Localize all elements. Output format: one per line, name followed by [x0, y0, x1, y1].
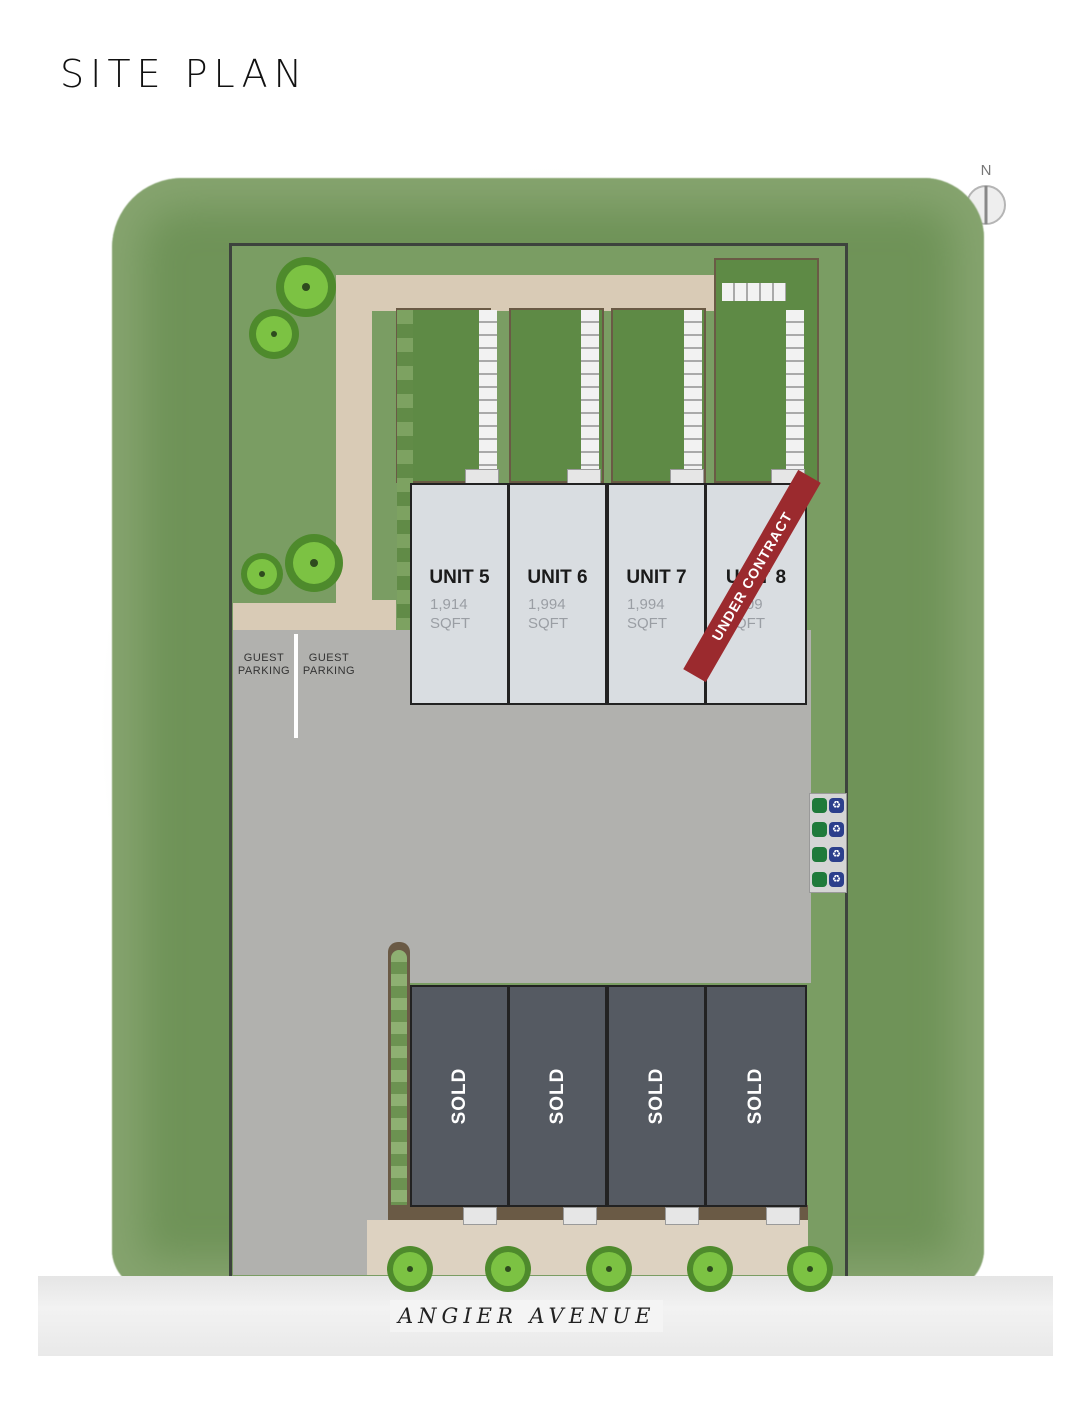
- stepping-stones: [786, 310, 804, 475]
- tree-icon: [485, 1246, 531, 1292]
- trash-bin-icon: [812, 847, 827, 862]
- sold-label: SOLD: [645, 1067, 667, 1125]
- unit-sqft: 1,914 SQFT: [430, 595, 470, 633]
- recycle-bin-icon: ♻: [829, 847, 844, 862]
- shrub-row: [397, 310, 413, 705]
- unit-name: UNIT 5: [429, 567, 490, 588]
- front-step: [563, 1207, 597, 1225]
- unit-name: UNIT 6: [527, 567, 588, 588]
- sold-label: SOLD: [745, 1067, 766, 1125]
- sold-unit[interactable]: SOLD: [705, 985, 807, 1207]
- trash-bin-icon: [812, 798, 827, 813]
- tree-icon: [276, 257, 336, 317]
- sold-unit[interactable]: SOLD: [607, 985, 706, 1207]
- sold-label: SOLD: [546, 1067, 568, 1125]
- tree-icon: [285, 534, 343, 592]
- guest-parking-label: GUEST PARKING: [302, 652, 356, 677]
- recycle-bin-icon: ♻: [829, 872, 844, 887]
- stepping-stones: [684, 310, 702, 475]
- unit-name: UNIT 7: [626, 567, 687, 588]
- sold-unit[interactable]: SOLD: [410, 985, 509, 1207]
- tree-icon: [387, 1246, 433, 1292]
- sold-unit[interactable]: SOLD: [508, 985, 607, 1207]
- stepping-stones: [479, 310, 497, 475]
- unit-sqft-value: 1,994: [627, 596, 665, 613]
- front-step: [463, 1207, 497, 1225]
- street-name: ANGIER AVENUE: [390, 1300, 664, 1332]
- paved-drive: [233, 700, 393, 1275]
- lot-boundary: [229, 243, 848, 1283]
- tree-icon: [249, 309, 299, 359]
- recycle-bin-icon: ♻: [829, 822, 844, 837]
- front-step: [766, 1207, 800, 1225]
- unit-sqft: 1,994 SQFT: [528, 595, 568, 633]
- unit-sqft-unit: SQFT: [627, 615, 667, 632]
- trash-bin-icon: [812, 872, 827, 887]
- unit-5[interactable]: UNIT 5 1,914 SQFT: [410, 483, 509, 705]
- recycle-bin-icon: ♻: [829, 798, 844, 813]
- page-title: SITE PLAN: [60, 52, 309, 96]
- tree-icon: [586, 1246, 632, 1292]
- guest-parking-label: GUEST PARKING: [237, 652, 291, 677]
- stepping-stones: [722, 283, 786, 301]
- rear-walkway: [340, 275, 720, 311]
- tree-icon: [687, 1246, 733, 1292]
- walkway-to-parking: [233, 603, 383, 631]
- side-walkway: [336, 275, 372, 605]
- unit-sqft-unit: SQFT: [528, 615, 568, 632]
- parking-divider: [294, 634, 298, 738]
- unit-sqft: 1,994 SQFT: [627, 595, 667, 633]
- stepping-stones: [581, 310, 599, 475]
- unit-6[interactable]: UNIT 6 1,994 SQFT: [508, 483, 607, 705]
- unit-sqft-value: 1,994: [528, 596, 566, 613]
- trash-recycling-bins: ♻ ♻ ♻ ♻: [809, 793, 847, 893]
- tree-icon: [241, 553, 283, 595]
- paved-drive: [393, 705, 811, 945]
- unit-sqft-value: 1,914: [430, 596, 468, 613]
- unit-sqft-unit: SQFT: [430, 615, 470, 632]
- planter-shrubs: [391, 950, 407, 1220]
- tree-icon: [787, 1246, 833, 1292]
- front-step: [665, 1207, 699, 1225]
- sold-label: SOLD: [448, 1067, 470, 1125]
- compass-north-label: N: [963, 162, 1009, 179]
- trash-bin-icon: [812, 822, 827, 837]
